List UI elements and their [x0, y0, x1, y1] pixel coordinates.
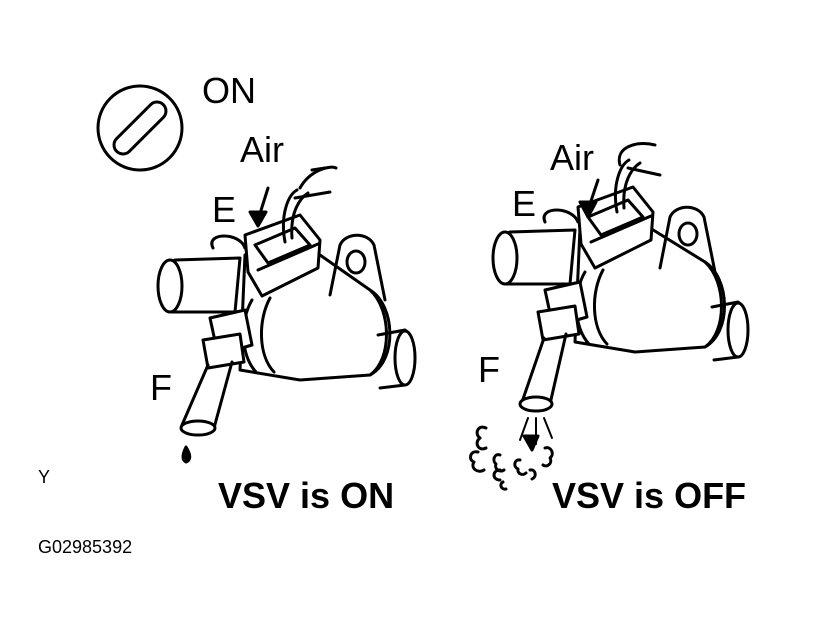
left-e-label: E [212, 189, 237, 230]
right-e-label: E [512, 183, 537, 224]
right-vsv-valve [469, 142, 750, 491]
left-air-label: Air [240, 129, 284, 170]
left-vsv-valve [156, 165, 417, 464]
right-f-label: F [478, 349, 500, 390]
right-air-label: Air [550, 137, 594, 178]
corner-mark: Y [38, 467, 51, 487]
right-caption: VSV is OFF [552, 475, 747, 516]
figure-id: G02985392 [38, 537, 133, 557]
ignition-switch-icon [96, 84, 184, 172]
left-f-label: F [150, 367, 172, 408]
left-caption: VSV is ON [218, 475, 395, 516]
ignition-on-label: ON [202, 70, 256, 111]
